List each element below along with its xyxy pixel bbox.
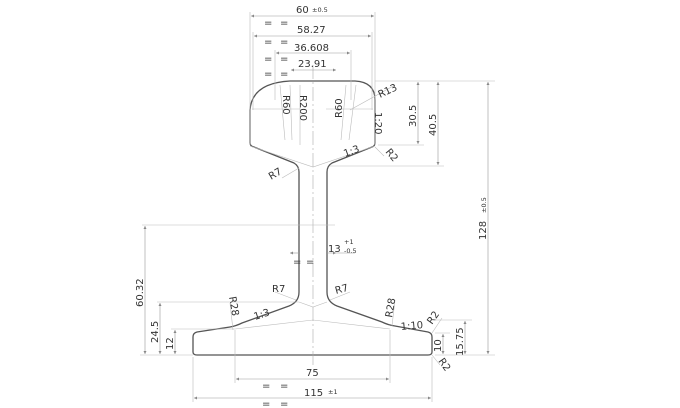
radius-label: R28	[384, 297, 398, 318]
radius-label: R200	[297, 95, 308, 121]
dim-24-5: 24.5	[150, 321, 161, 343]
radius-label: R2	[425, 310, 442, 327]
dim-12: 12	[165, 337, 176, 350]
equal-mark: =	[280, 399, 288, 408]
rail-profile-outline	[192, 80, 433, 356]
dim-128-tol: ±0.5	[480, 197, 488, 213]
dim-115: 115	[304, 388, 323, 399]
slope-label: 1:10	[400, 320, 423, 333]
radius-lines	[279, 84, 357, 145]
dim-36-608: 36.608	[294, 43, 329, 54]
head-labels: R60 R200 R60 R13 1:20 1:3 R2 R7	[267, 82, 400, 182]
equal-mark: =	[264, 18, 272, 29]
dim-60: 60	[296, 5, 309, 16]
radius-label: R7	[267, 166, 284, 182]
radius-label: R60	[334, 98, 345, 118]
equal-mark: =	[264, 37, 272, 48]
dim-13-tol-plus: +1	[344, 238, 354, 246]
equal-mark: =	[264, 54, 272, 65]
radius-label: R7	[334, 283, 350, 297]
equal-mark: =	[280, 37, 288, 48]
dim-40-5: 40.5	[428, 114, 439, 136]
dim-75: 75	[306, 368, 319, 379]
height-dimensions: 30.5 40.5 128 ±0.5	[330, 80, 495, 356]
equal-mark: =	[264, 69, 272, 80]
equal-mark: =	[280, 54, 288, 65]
dim-13: 13	[328, 244, 341, 255]
dim-128: 128	[478, 221, 489, 240]
equal-mark: =	[280, 69, 288, 80]
dim-115-tol: ±1	[328, 388, 338, 396]
slope-label: 1:20	[372, 112, 383, 134]
radius-label: R2	[436, 356, 453, 373]
head-construction-lines	[234, 108, 391, 330]
dim-60-32: 60.32	[135, 278, 146, 307]
dim-10: 10	[433, 339, 444, 352]
foot-labels: R7 R7 R28 R28 1:3 1:10 R2 R2	[226, 283, 452, 374]
dim-60-tol: ±0.5	[312, 6, 328, 14]
slope-label: 1:3	[253, 307, 272, 322]
slope-label: 1:3	[342, 144, 361, 160]
radius-label: R13	[377, 82, 399, 100]
equal-mark: =	[306, 257, 314, 268]
equal-mark: =	[280, 18, 288, 29]
foot-height-dimensions: 60.32 24.5 12 10 15.75	[135, 224, 472, 356]
top-dimensions: 60 ±0.5 58.27 36.608 23.91 = = = = = = =…	[249, 5, 376, 145]
web-thickness-dimension: 13 +1 -0.5 = =	[290, 238, 357, 268]
equal-mark: =	[262, 381, 270, 392]
dim-23-91: 23.91	[298, 59, 327, 70]
radius-label: R2	[383, 147, 400, 164]
foot-width-dimensions: 75 115 ±1 = = = =	[192, 330, 433, 408]
dim-30-5: 30.5	[408, 105, 419, 127]
dim-15-75: 15.75	[455, 327, 466, 356]
radius-label: R7	[272, 284, 285, 295]
equal-mark: =	[262, 399, 270, 408]
radius-label: R28	[226, 296, 240, 317]
dim-13-tol-minus: -0.5	[344, 247, 357, 255]
radius-label: R60	[280, 95, 291, 115]
equal-mark: =	[293, 257, 301, 268]
dim-58-27: 58.27	[297, 25, 326, 36]
equal-mark: =	[280, 381, 288, 392]
